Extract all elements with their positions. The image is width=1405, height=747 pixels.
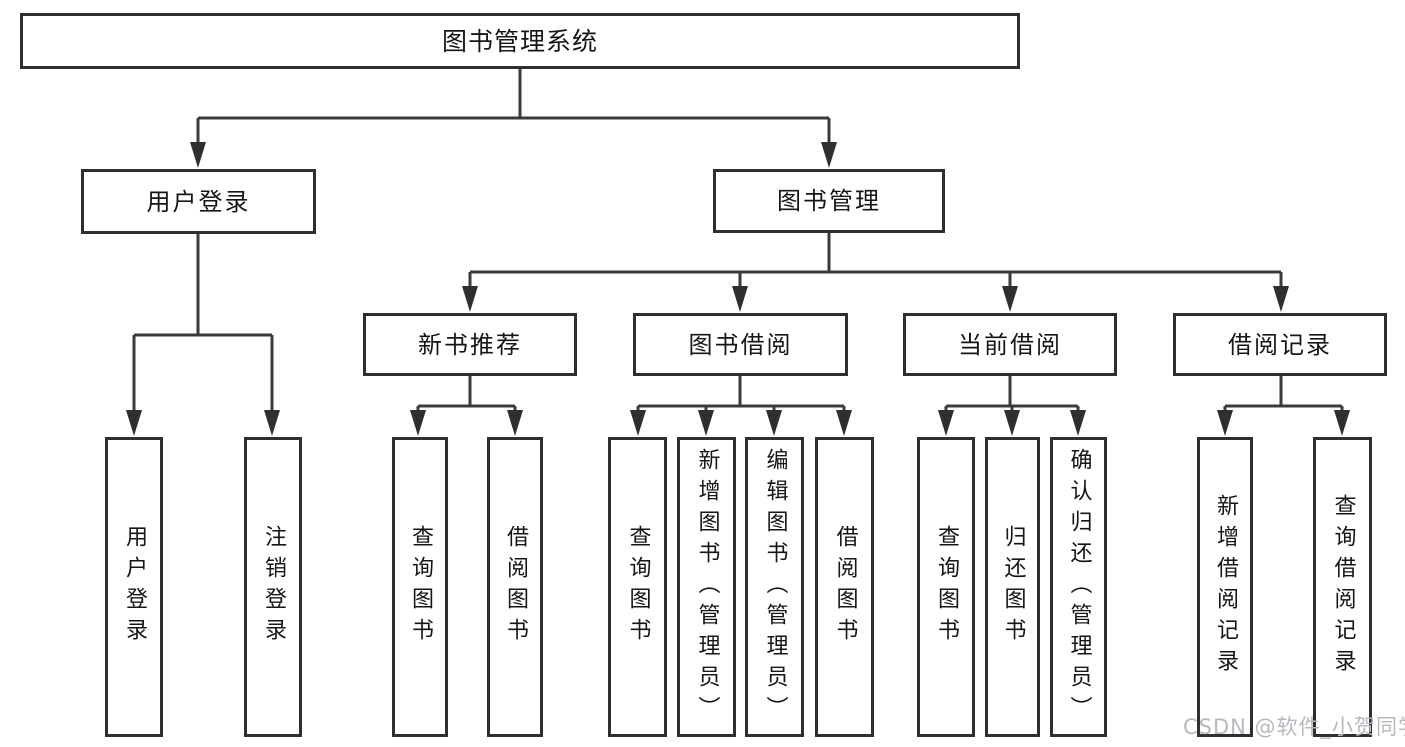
connector-userlogin-to-leaves (132, 234, 274, 412)
leaf-confirm-return-admin: 确认归还（管理员） (1050, 437, 1107, 737)
leaf-query-book-borrow: 查询图书 (608, 437, 667, 737)
leaf-logout-login: 注销登录 (244, 437, 302, 737)
node-current-borrow: 当前借阅 (903, 313, 1117, 376)
connector-root-to-level2 (196, 69, 831, 144)
connector-borrowrecord-to-leaves (1223, 376, 1344, 412)
node-user-login: 用户登录 (81, 169, 316, 234)
leaf-user-login: 用户登录 (105, 437, 163, 737)
node-book-borrow: 图书借阅 (633, 313, 848, 376)
leaf-borrow-book-recommend: 借阅图书 (487, 437, 543, 737)
node-root: 图书管理系统 (20, 13, 1020, 69)
node-borrow-record: 借阅记录 (1173, 313, 1387, 376)
leaf-return-book: 归还图书 (985, 437, 1040, 737)
connector-bookborrow-to-leaves (636, 376, 846, 412)
leaf-borrow-book: 借阅图书 (815, 437, 874, 737)
leaf-query-book-current: 查询图书 (917, 437, 975, 737)
node-new-book-recommend: 新书推荐 (363, 313, 577, 376)
leaf-query-borrow-record: 查询借阅记录 (1313, 437, 1372, 737)
leaf-add-book-admin: 新增图书（管理员） (677, 437, 736, 737)
connector-currentborrow-to-leaves (944, 376, 1080, 412)
leaf-edit-book-admin: 编辑图书（管理员） (745, 437, 804, 737)
connector-newbook-to-leaves (416, 376, 517, 412)
leaf-add-borrow-record: 新增借阅记录 (1197, 437, 1253, 737)
arrowheads (126, 142, 1350, 436)
node-book-management: 图书管理 (713, 169, 945, 233)
csdn-watermark: CSDN @软件_小贺同学 (1183, 715, 1405, 739)
leaf-query-book-recommend: 查询图书 (392, 437, 448, 737)
connector-bookmgmt-to-level3 (468, 233, 1283, 288)
